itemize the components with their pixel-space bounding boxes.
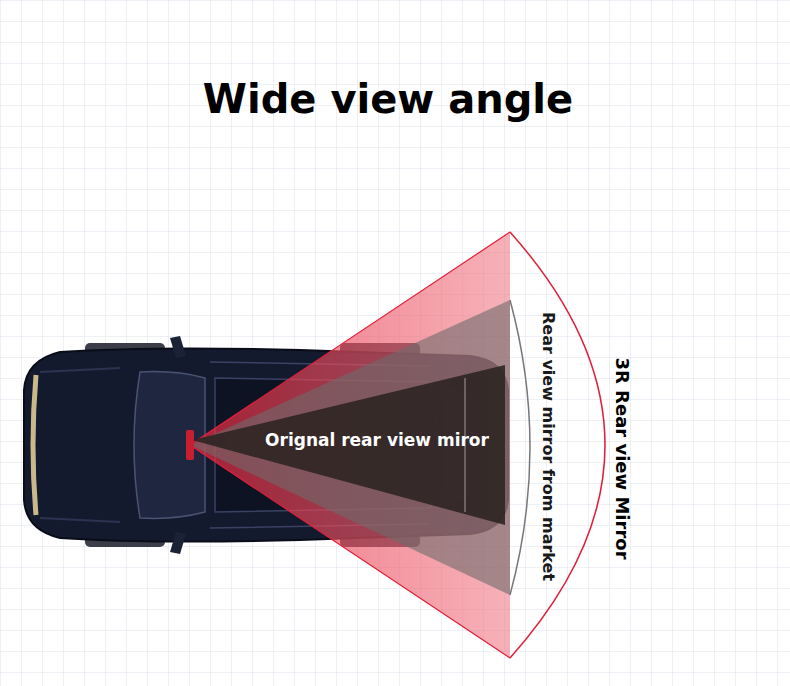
market-mirror-label: Rear view mirror from market: [540, 311, 559, 580]
wide-view-arc: [510, 232, 605, 658]
mirror-mark: [186, 430, 194, 460]
original-view-wedge: [192, 365, 505, 525]
original-mirror-label: Orignal rear view miror: [265, 430, 489, 450]
diagram-title: Wide view angle: [203, 76, 573, 122]
3r-mirror-label: 3R Rear view Mirror: [611, 357, 632, 559]
market-view-arc: [510, 300, 530, 595]
wide-view-wedge: [190, 232, 510, 658]
market-view-wedge: [190, 300, 510, 595]
